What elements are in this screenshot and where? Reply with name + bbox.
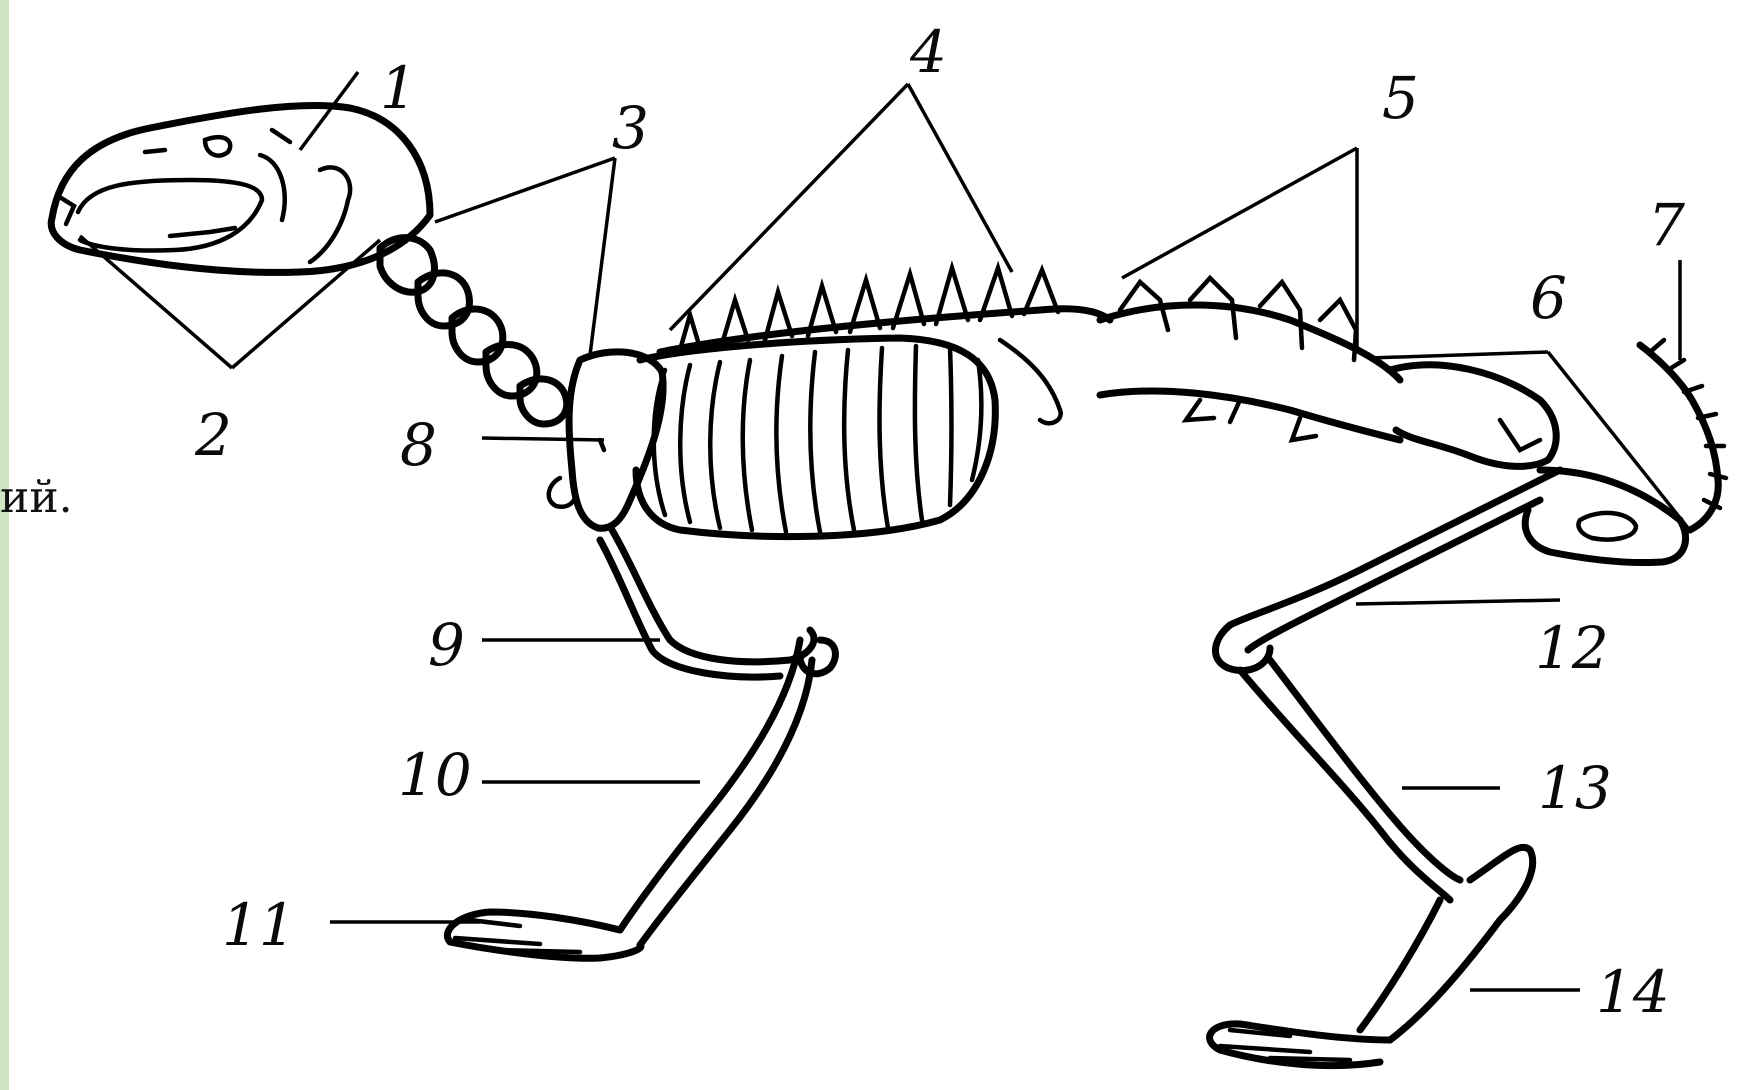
label-6: 6 xyxy=(1530,264,1567,332)
hind-limb xyxy=(1210,470,1560,1066)
label-5: 5 xyxy=(1382,64,1419,132)
label-8: 8 xyxy=(400,411,437,479)
rib-cage xyxy=(636,338,1061,537)
label-9: 9 xyxy=(428,611,465,679)
label-11: 11 xyxy=(222,891,296,959)
label-12: 12 xyxy=(1535,614,1609,682)
cervical-vertebrae xyxy=(380,238,567,424)
label-1: 1 xyxy=(380,54,417,122)
label-14: 14 xyxy=(1596,958,1670,1026)
label-7: 7 xyxy=(1648,191,1685,259)
label-2: 2 xyxy=(194,401,232,469)
label-3: 3 xyxy=(612,94,649,162)
label-13: 13 xyxy=(1538,754,1612,822)
lumbar-vertebrae xyxy=(1100,278,1400,440)
label-10: 10 xyxy=(398,741,472,809)
fore-limb xyxy=(447,530,835,958)
label-4: 4 xyxy=(909,18,947,86)
